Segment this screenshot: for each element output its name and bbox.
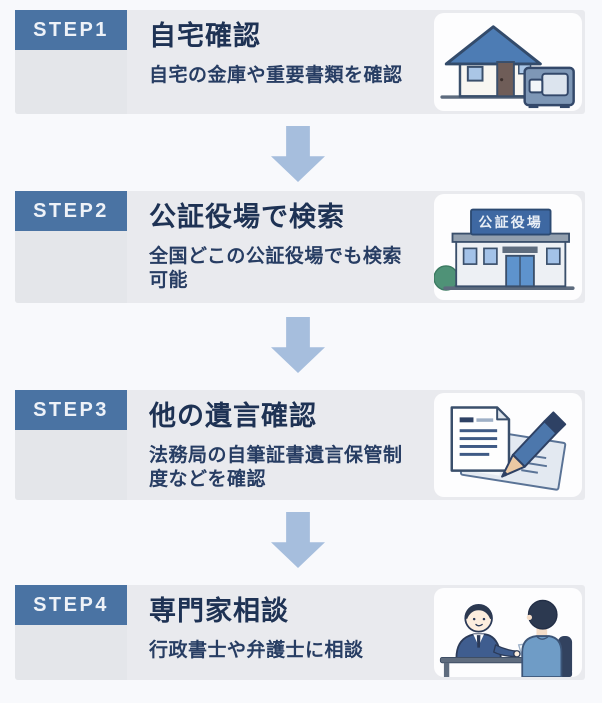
step1-badge: STEP1 [15,10,127,50]
notary-office-icon: 公証役場 [434,208,575,291]
step1-card: STEP1 自宅確認 自宅の金庫や重要書類を確認 [15,10,585,114]
step1-text: 自宅確認 自宅の金庫や重要書類を確認 [149,20,413,88]
step3-text: 他の遺言確認 法務局の自筆証書遺言保管制度などを確認 [149,400,413,492]
step3-card: STEP3 他の遺言確認 法務局の自筆証書遺言保管制度などを確認 [15,390,585,500]
step4-left-strip [15,625,127,680]
step3-title: 他の遺言確認 [149,401,317,431]
step2-text: 公証役場で検索 全国どこの公証役場でも検索可能 [149,201,413,293]
step2-left-strip [15,231,127,303]
step2-badge: STEP2 [15,191,127,231]
step2-title: 公証役場で検索 [149,202,345,232]
down-arrow-icon [271,317,325,373]
step2-card: STEP2 公証役場で検索 全国どこの公証役場でも検索可能 公証役場 [15,191,585,303]
step1-description: 自宅の金庫や重要書類を確認 [149,65,403,87]
step4-badge: STEP4 [15,585,127,625]
documents-pen-icon [450,406,567,491]
step2-icon-box: 公証役場 [434,194,582,300]
house-safe-icon [440,25,575,109]
step1-left-strip [15,50,127,114]
down-arrow-icon [271,126,325,182]
step3-left-strip [15,430,127,500]
step3-badge: STEP3 [15,390,127,430]
step1-title: 自宅確認 [149,21,261,51]
step4-icon-box [434,588,582,677]
consultation-icon [439,599,573,677]
down-arrow-icon [271,512,325,568]
step3-icon-box [434,393,582,497]
step4-title: 専門家相談 [149,596,289,626]
step4-card: STEP4 専門家相談 行政書士や弁護士に相談 [15,585,585,680]
step1-icon-box [434,13,582,111]
step4-text: 専門家相談 行政書士や弁護士に相談 [149,595,413,663]
step4-description: 行政書士や弁護士に相談 [149,640,364,662]
step2-description: 全国どこの公証役場でも検索可能 [149,246,402,292]
notary-sign-text: 公証役場 [478,214,543,230]
step3-description: 法務局の自筆証書遺言保管制度などを確認 [149,445,403,491]
